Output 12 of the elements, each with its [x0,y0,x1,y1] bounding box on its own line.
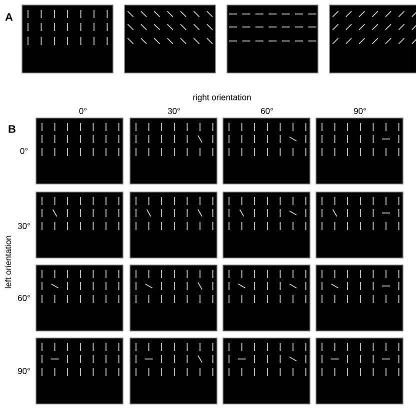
tick-label: 30° [18,223,30,229]
tick-label: 90° [18,368,30,374]
tick-label: 0° [79,108,87,114]
tick-label: 90° [354,108,366,114]
axis-title: left orientation [4,236,12,288]
tick-label: 0° [20,148,28,154]
tick-label: 30° [168,108,180,114]
panel-label: B [8,125,16,133]
tick-label: 60° [261,108,273,114]
panel-label: A [5,13,13,21]
axis-title: right orientation [193,94,251,102]
tick-label: 60° [18,295,30,301]
